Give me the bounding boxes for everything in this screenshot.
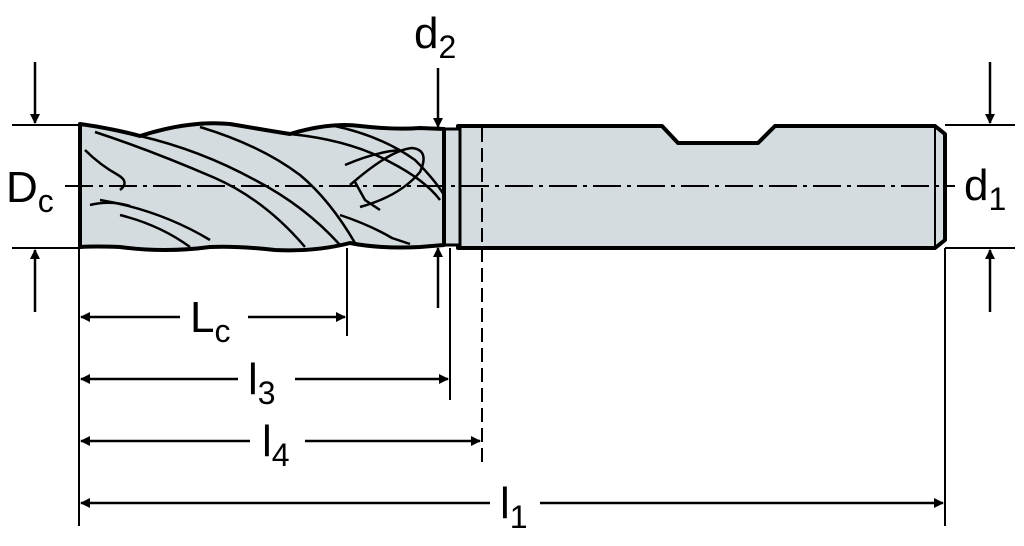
label-d2: d2 <box>414 9 456 65</box>
label-l4: l4 <box>262 417 290 473</box>
extension-lines <box>12 124 1015 526</box>
helix-lines <box>84 123 446 249</box>
label-l3: l3 <box>248 355 276 411</box>
label-l1: l1 <box>500 479 528 535</box>
label-dc: Dc <box>6 163 54 219</box>
length-dimensions <box>80 312 944 508</box>
diameter-arrows <box>30 62 995 312</box>
label-d1: d1 <box>964 161 1006 217</box>
label-lc: Lc <box>190 293 230 349</box>
